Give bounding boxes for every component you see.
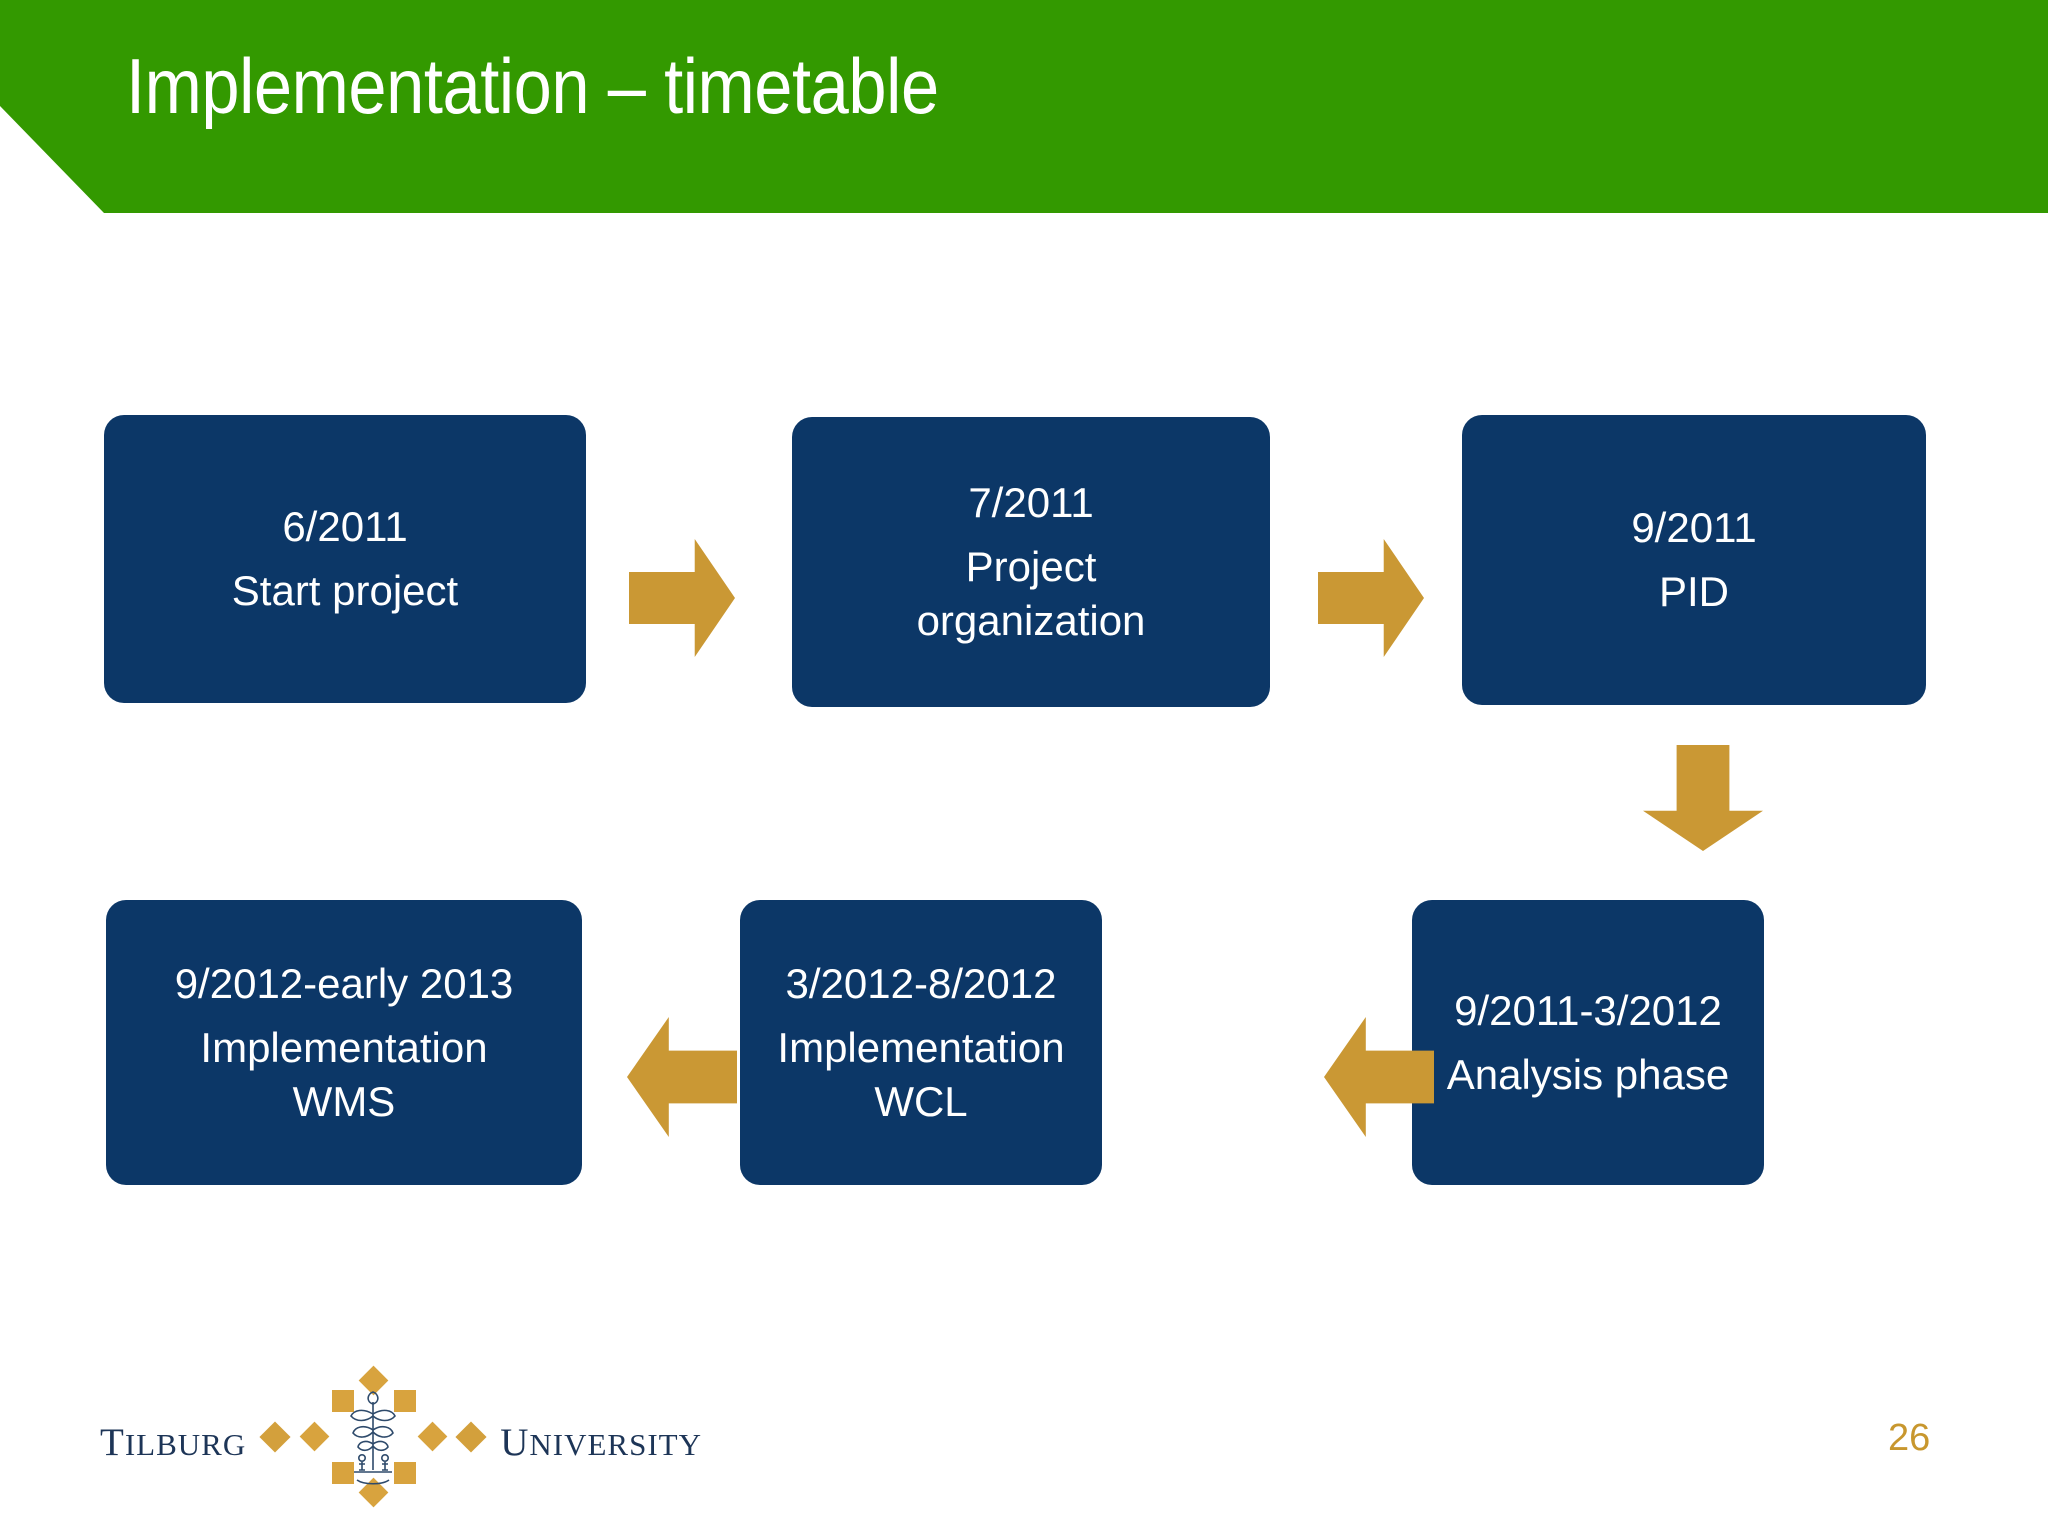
arrow-right-icon — [1318, 539, 1424, 657]
arrow-down-icon — [1643, 745, 1763, 851]
tilburg-university-logo: Tilburg — [100, 1365, 702, 1508]
logo-diamond-icon — [455, 1421, 487, 1453]
flow-box-label-line1: Implementation — [777, 1023, 1065, 1071]
arrow-right-icon — [629, 539, 735, 657]
logo-diamond-icon — [259, 1421, 291, 1453]
flow-box-label-line2: WMS — [292, 1077, 396, 1125]
logo-word-university: University — [500, 1406, 702, 1468]
flow-box-implementation-wcl[interactable]: 3/2012-8/2012 Implementation WCL — [740, 900, 1102, 1185]
page-title: Implementation – timetable — [126, 42, 939, 130]
logo-word-tilburg: Tilburg — [100, 1406, 247, 1468]
flow-box-start-project[interactable]: 6/2011 Start project — [104, 415, 586, 703]
flow-box-label-line1: PID — [1658, 568, 1729, 615]
header-band — [0, 0, 2048, 213]
tree-crest-icon — [299, 1365, 448, 1508]
flow-box-label-line1: Implementation — [200, 1023, 488, 1071]
flow-box-label-line1: Project — [965, 543, 1097, 590]
flow-box-date: 3/2012-8/2012 — [785, 959, 1057, 1007]
flow-box-analysis-phase[interactable]: 9/2011-3/2012 Analysis phase — [1412, 900, 1764, 1185]
flow-box-label-line1: Start project — [231, 567, 459, 614]
flow-box-label-line2: WCL — [874, 1077, 968, 1125]
arrow-left-icon — [627, 1017, 737, 1137]
page-number: 26 — [1888, 1417, 1931, 1459]
flow-box-date: 9/2012-early 2013 — [174, 959, 514, 1007]
flow-box-date: 6/2011 — [282, 503, 408, 550]
flow-box-pid[interactable]: 9/2011 PID — [1462, 415, 1926, 705]
flow-box-date: 7/2011 — [968, 479, 1094, 526]
flow-box-label-line2: organization — [916, 597, 1146, 644]
flow-box-implementation-wms[interactable]: 9/2012-early 2013 Implementation WMS — [106, 900, 582, 1185]
flow-box-label-line1: Analysis phase — [1446, 1050, 1730, 1098]
flow-box-date: 9/2011-3/2012 — [1454, 986, 1722, 1034]
flow-box-date: 9/2011 — [1631, 504, 1757, 551]
flow-box-project-organization[interactable]: 7/2011 Project organization — [792, 417, 1270, 707]
